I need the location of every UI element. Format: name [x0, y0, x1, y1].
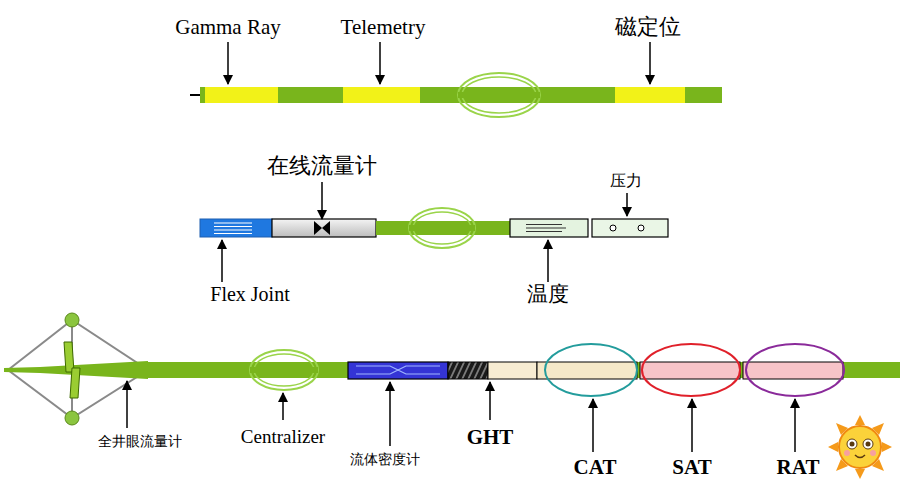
tool-body — [376, 221, 510, 235]
part-label: 温度 — [527, 282, 569, 306]
part-label: 压力 — [610, 172, 642, 190]
sat-section — [640, 362, 740, 379]
leader-arrows — [127, 42, 795, 452]
valve-symbol — [314, 221, 322, 235]
ght-section — [448, 362, 488, 379]
pressure-sensor — [592, 219, 668, 237]
tool-string-1 — [190, 73, 722, 117]
centralizer-mandrel — [458, 92, 540, 98]
part-label: CAT — [574, 455, 617, 479]
inline-flowmeter — [272, 219, 376, 237]
rat-ring — [746, 344, 844, 396]
pressure-port — [638, 225, 644, 231]
tool-body — [145, 362, 900, 378]
rat-section — [743, 362, 843, 379]
part-label: Telemetry — [341, 15, 426, 39]
centralizer-bow — [250, 350, 318, 390]
part-label: 磁定位 — [615, 14, 681, 39]
temperature-lines — [526, 225, 566, 232]
flex-joint — [200, 219, 272, 237]
centralizer-bow — [409, 208, 475, 248]
density-lines — [356, 366, 440, 374]
cage-ball — [65, 313, 79, 327]
part-label: SAT — [672, 455, 711, 479]
flex-joint-lines — [214, 223, 252, 234]
part-label: RAT — [777, 455, 820, 479]
density-tool — [348, 362, 448, 379]
impeller-blade — [70, 368, 80, 398]
centralizer-mandrel — [409, 225, 475, 231]
ght-body — [488, 362, 537, 379]
gamma-ray-section — [205, 87, 278, 103]
part-label: 在线流量计 — [267, 153, 377, 178]
tool-string-3 — [4, 313, 900, 425]
part-label: Flex Joint — [210, 283, 289, 306]
tool-body — [200, 87, 722, 103]
valve-symbol — [322, 221, 330, 235]
cat-section — [537, 362, 637, 379]
cat-ring — [545, 344, 637, 396]
sun-watermark — [828, 415, 892, 479]
part-label: GHT — [467, 425, 514, 449]
part-label: 流体密度计 — [350, 451, 420, 467]
tool-tip — [190, 94, 201, 96]
pressure-port — [610, 225, 616, 231]
temperature-sensor — [510, 219, 588, 237]
part-label: Centralizer — [241, 426, 325, 448]
part-label: Gamma Ray — [175, 15, 281, 39]
telemetry-section — [343, 87, 420, 103]
ccl-section — [615, 87, 685, 103]
cage-ball — [65, 411, 79, 425]
centralizer-mandrel — [250, 367, 318, 373]
centralizer-bow — [458, 73, 540, 117]
part-label: 全井眼流量计 — [98, 433, 182, 449]
tool-string-2 — [200, 208, 668, 248]
sat-ring — [642, 344, 740, 396]
